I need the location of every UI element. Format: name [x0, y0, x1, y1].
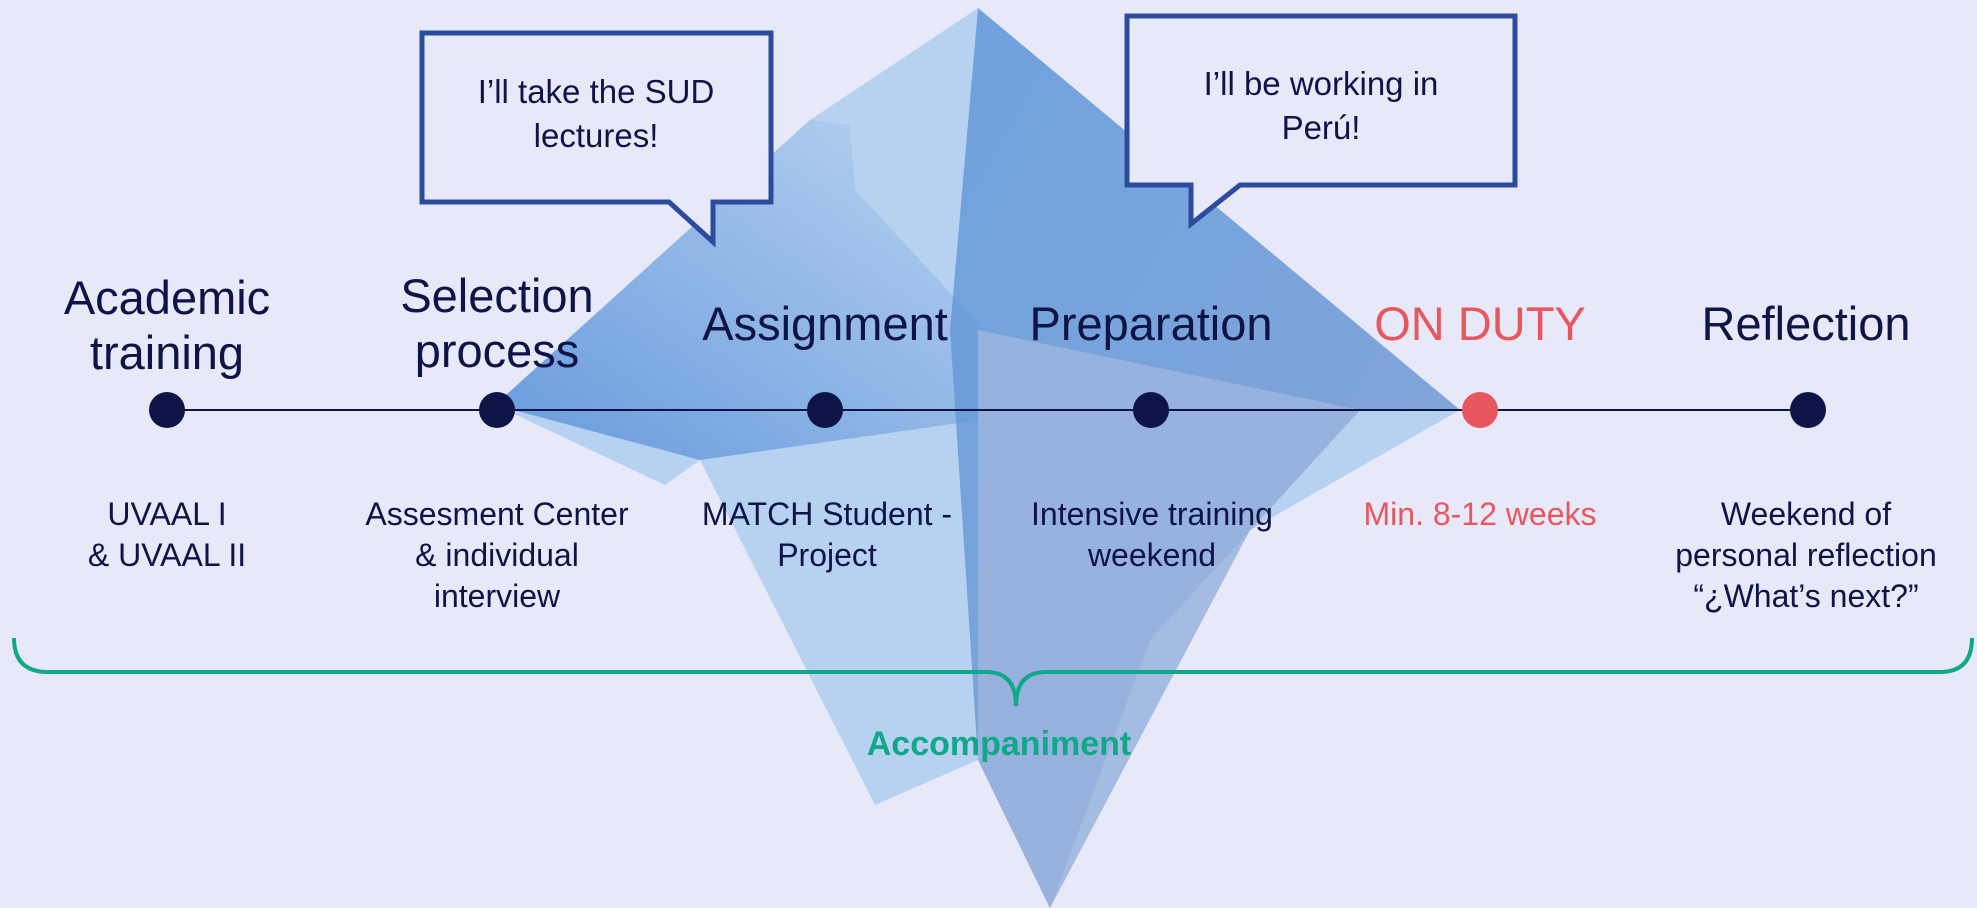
timeline-dot — [1790, 392, 1826, 428]
stage-desc-assignment: MATCH Student -Project — [701, 496, 953, 573]
accompaniment-brace — [12, 637, 1974, 707]
timeline-dot — [479, 392, 515, 428]
stage-desc-academic-training: UVAAL I& UVAAL II — [87, 496, 247, 573]
timeline-dot — [807, 392, 843, 428]
accompaniment-label: Accompaniment — [866, 725, 1132, 763]
iceberg-left-facet — [495, 120, 980, 460]
timeline-dot — [1462, 392, 1498, 428]
speech-bubble-1-text: I’ll take the SUD lectures! — [477, 73, 715, 154]
stage-title-on-duty: ON DUTY — [1374, 297, 1586, 350]
stage-title-preparation: Preparation — [1029, 297, 1273, 350]
speech-bubble-1 — [419, 30, 774, 248]
stage-desc-on-duty: Min. 8-12 weeks — [1363, 496, 1597, 532]
stage-title-assignment: Assignment — [702, 297, 948, 350]
speech-bubble-2-text: I’ll be working in Perú! — [1203, 65, 1439, 146]
iceberg-lower-facet — [978, 330, 1360, 908]
timeline-dot — [149, 392, 185, 428]
stage-title-reflection: Reflection — [1701, 297, 1911, 350]
speech-bubble-2 — [1124, 13, 1518, 230]
timeline-dot — [1133, 392, 1169, 428]
